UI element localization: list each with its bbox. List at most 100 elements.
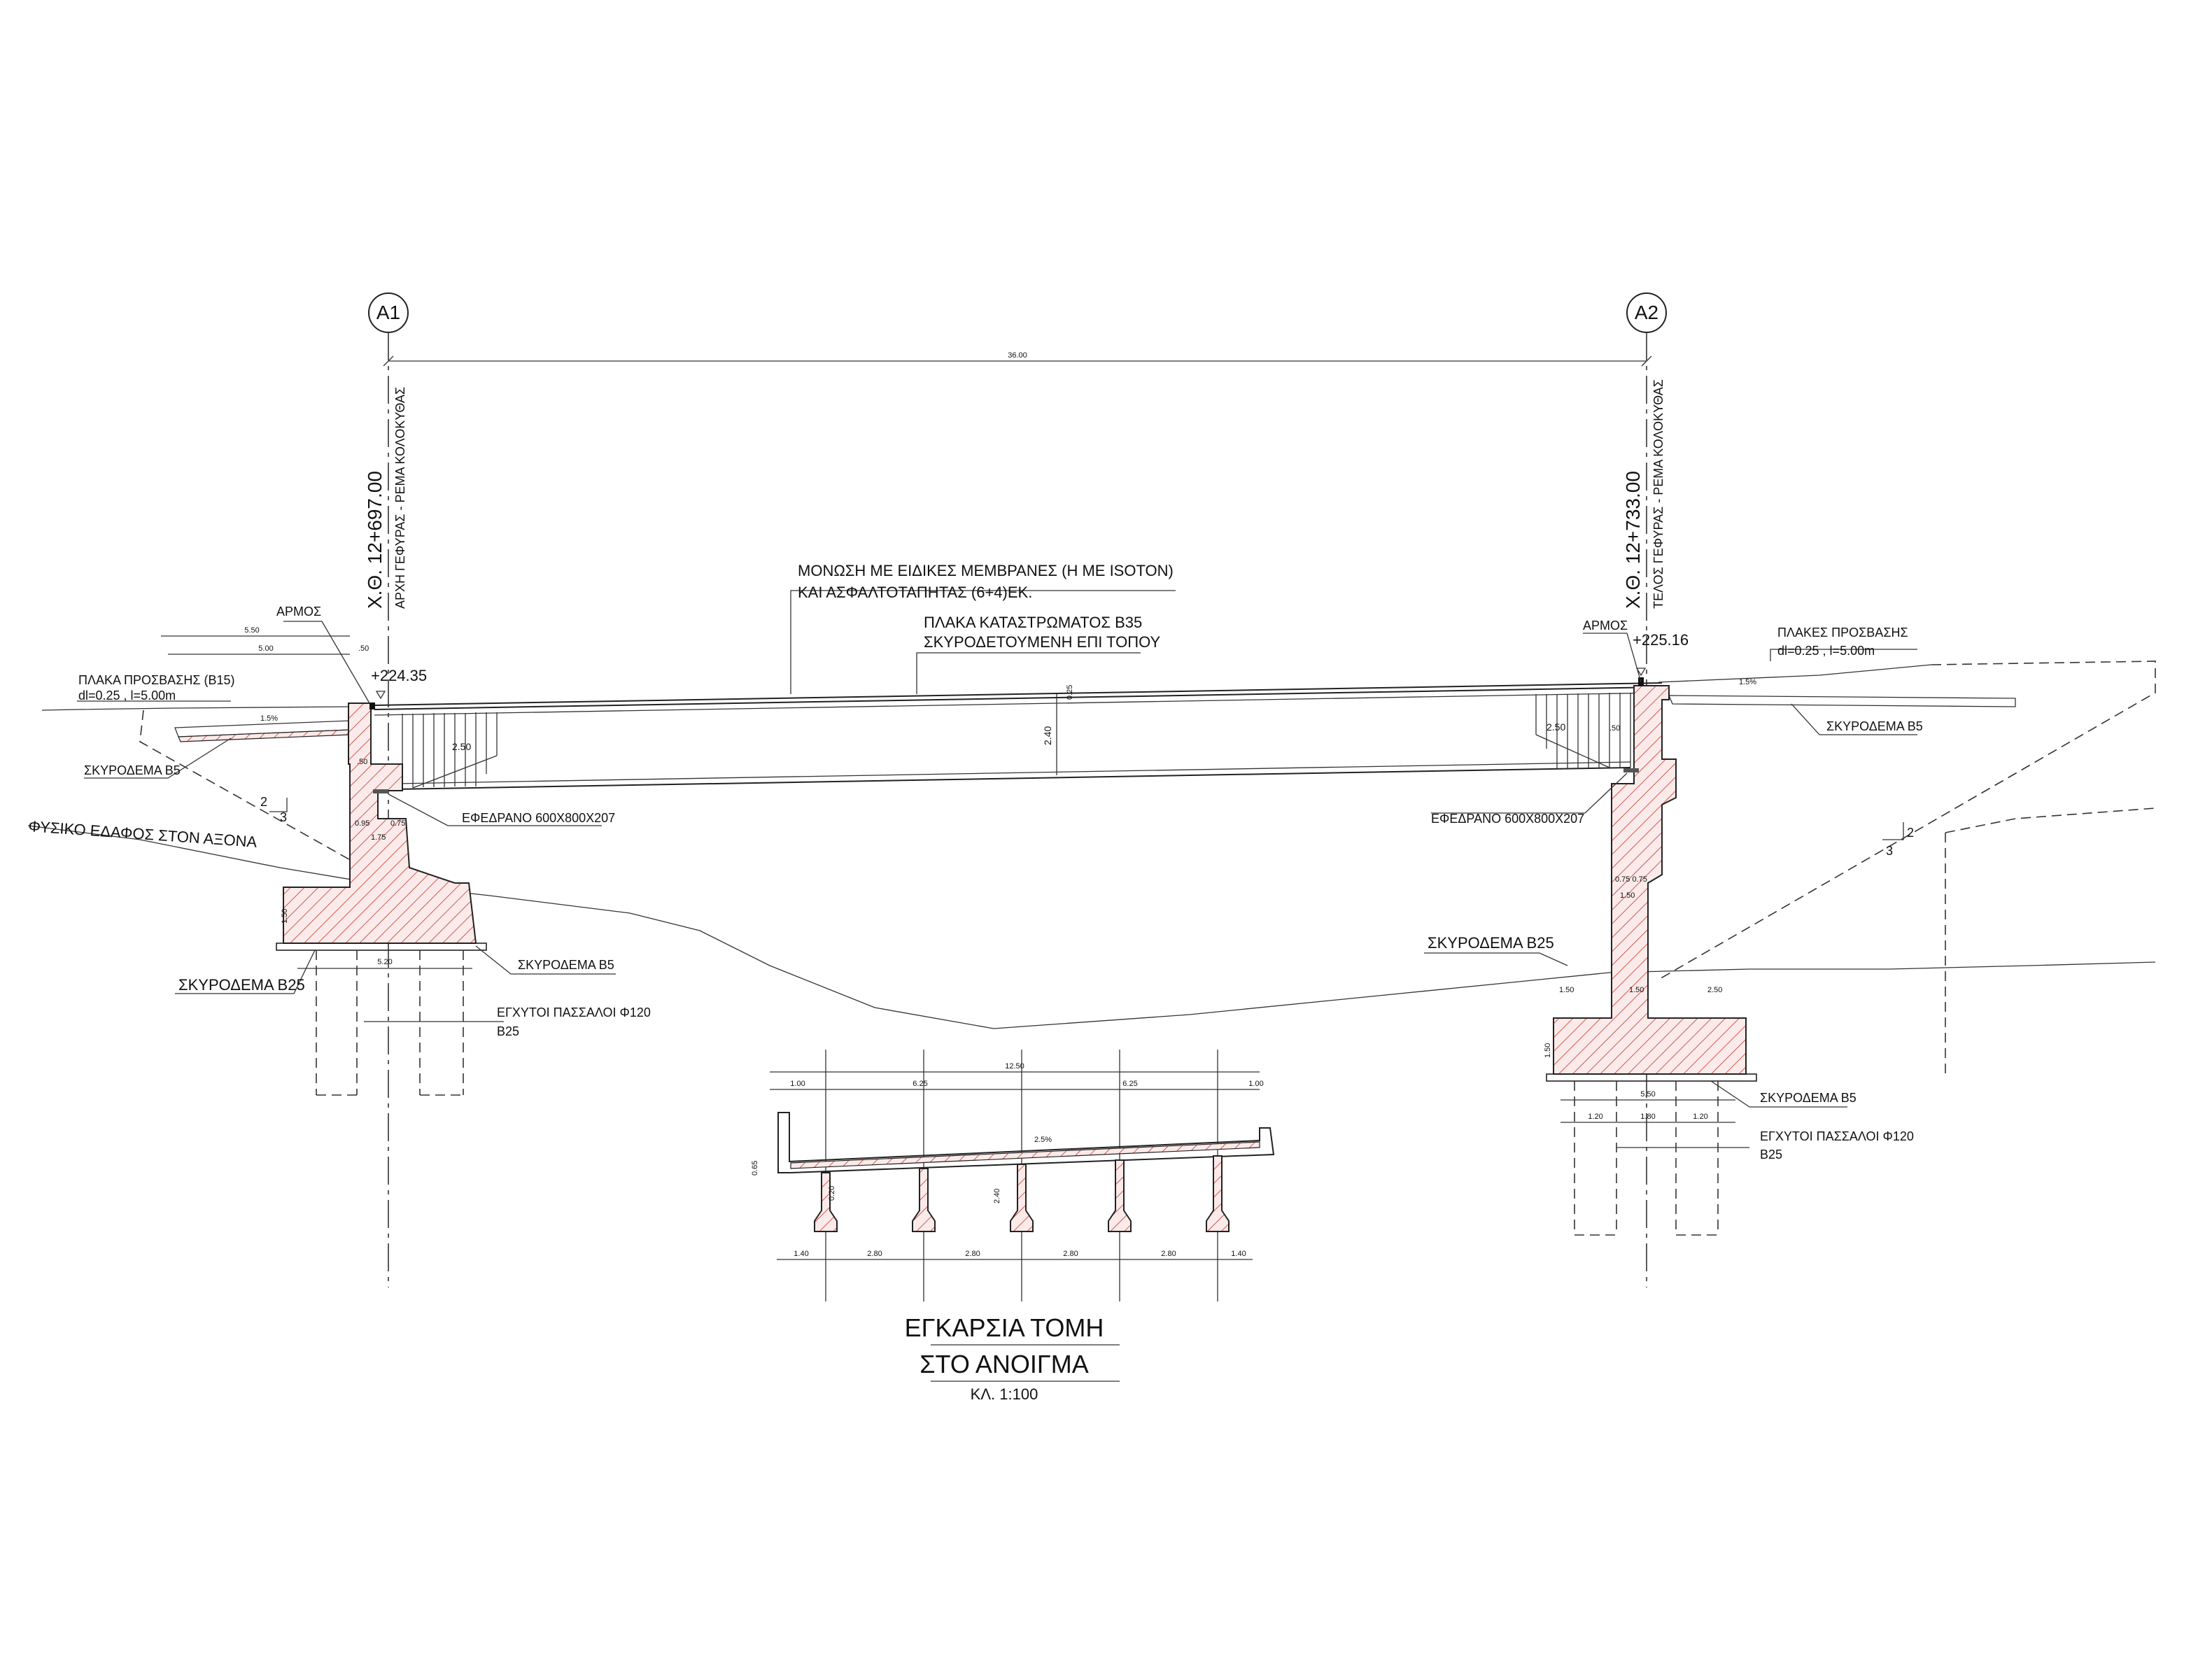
- deck-depth-value: 2.40: [1042, 726, 1053, 745]
- dim-250-right: 2.50: [1547, 721, 1565, 733]
- b25-left: ΣΚΥΡΟΔΕΜΑ Β25: [178, 976, 305, 994]
- ground-profile: [27, 825, 994, 1029]
- dim-050: .50: [358, 644, 369, 653]
- left-abutment: 5.50 5.00 .50 .50 0.95 0.75 1.75 1.50 5.…: [27, 605, 994, 1096]
- approach-left-2: dl=0.25 , l=5.00m: [78, 689, 176, 703]
- diaphragm-left: [402, 712, 498, 789]
- piles-left-1: ΕΓΧΥΤΟΙ ΠΑΣΣΑΛΟΙ Φ120: [497, 1005, 651, 1019]
- section-bot-0: 1.40: [794, 1250, 808, 1258]
- dim-250-left: 2.50: [452, 741, 471, 752]
- section-scale: ΚΛ. 1:100: [971, 1385, 1038, 1403]
- dim-120b: 1.20: [1693, 1113, 1707, 1121]
- dim-120a: 1.20: [1588, 1113, 1602, 1121]
- b5-left-top: ΣΚΥΡΟΔΕΜΑ Β5: [84, 763, 181, 777]
- deck: 2.40 2.50 2.50 0.25: [374, 682, 1663, 790]
- slope-left: 1.5%: [260, 714, 278, 723]
- section-bot-3: 2.80: [1063, 1250, 1078, 1258]
- dim-550r: 5.50: [1640, 1090, 1655, 1099]
- diaphragm-right: [1535, 693, 1631, 768]
- section-top-2: 6.25: [1122, 1080, 1137, 1088]
- dim-550: 5.50: [244, 626, 259, 635]
- dim-075r: 0.75 0.75: [1615, 875, 1647, 884]
- section-height: 2.40: [993, 1189, 1001, 1203]
- section-bot-1: 2.80: [867, 1250, 882, 1258]
- axis-a1-tag: A1: [376, 302, 400, 323]
- ground-label: ΦΥΣΙΚΟ ΕΔΑΦΟΣ ΣΤΟΝ ΑΞΟΝΑ: [28, 817, 258, 851]
- dim-520: 5.20: [377, 958, 392, 966]
- left-abutment-body: [283, 703, 477, 944]
- bearing-left-label: ΕΦΕΔΡΑΝΟ 600Χ800Χ207: [462, 811, 615, 825]
- cross-section: 12.50 1.00 6.25 6.25 1.00 0.20 2.40 2.5%…: [751, 1050, 1275, 1403]
- dim-095: 0.95: [355, 819, 369, 828]
- bearing-right-label: ΕΦΕΔΡΑΝΟ 600Χ800Χ207: [1431, 812, 1584, 826]
- membrane-text-2: ΚΑΙ ΑΣΦΑΛΤΟΤΑΠΗΤΑΣ (6+4)ΕΚ.: [798, 584, 1032, 601]
- dim-500: 5.00: [258, 644, 273, 653]
- dim-250r2: 2.50: [1707, 986, 1722, 994]
- right-abutment: +225.16 ΑΡΜΟΣ ΠΛΑΚΕΣ ΠΡΟΣΒΑΣΗΣ dl=0.25 ,…: [993, 619, 2156, 1236]
- beam-w: 0.20: [828, 1186, 836, 1201]
- piles-right-1: ΕΓΧΥΤΟΙ ΠΑΣΣΑΛΟΙ Φ120: [1760, 1129, 1914, 1143]
- dim-180: 1.80: [1640, 1113, 1655, 1121]
- section-bot-4: 2.80: [1161, 1250, 1176, 1258]
- approach-slab-right: [1668, 695, 2016, 707]
- b25-right: ΣΚΥΡΟΔΕΜΑ Β25: [1428, 934, 1554, 952]
- approach-right-2: dl=0.25 , l=5.00m: [1777, 644, 1875, 658]
- axis-a1-chainage: Χ.Θ. 12+697.00: [364, 471, 386, 609]
- dim-150v: 1.50: [1544, 1043, 1552, 1058]
- b5-left-base: ΣΚΥΡΟΔΕΜΑ Β5: [518, 958, 614, 972]
- span-value: 36.00: [1008, 351, 1027, 360]
- joint-left-label: ΑΡΜΟΣ: [276, 605, 321, 619]
- joint-left-mark: [369, 703, 375, 710]
- dim-175: 1.75: [371, 833, 386, 842]
- dim-050b: .50: [357, 758, 367, 766]
- axis-a2-desc: ΤΕΛΟΣ ΓΕΦΥΡΑΣ - ΡΕΜΑ ΚΟΛΟΚΥΘΑΣ: [1651, 379, 1665, 609]
- road-right: [1658, 664, 1932, 683]
- road-left: [41, 706, 351, 711]
- slope-left-h: 3: [280, 810, 287, 824]
- right-abutment-body: [1553, 685, 1747, 1075]
- girders: [814, 1155, 1230, 1232]
- approach-left-1: ΠΛΑΚΑ ΠΡΟΣΒΑΣΗΣ (Β15): [78, 673, 234, 687]
- membrane-text-1: ΜΟΝΩΣΗ ΜΕ ΕΙΔΙΚΕΣ ΜΕΜΒΡΑΝΕΣ (Η ΜΕ ISOTON…: [798, 562, 1174, 579]
- bearing-left-mark: [373, 789, 388, 793]
- dim-150r: 1.50: [1620, 891, 1635, 900]
- deck-slab-text-2: ΣΚΥΡΟΔΕΤΟΥΜΕΝΗ ΕΠΙ ΤΟΠΟΥ: [924, 633, 1160, 651]
- level-left: +224.35: [371, 667, 427, 684]
- dim-150rb: 1.50: [1629, 986, 1644, 994]
- dim-025: 0.25: [1066, 685, 1074, 700]
- section-bot-5: 1.40: [1231, 1250, 1246, 1258]
- axis-a2: A2 Χ.Θ. 12+733.00 ΤΕΛΟΣ ΓΕΦΥΡΑΣ - ΡΕΜΑ Κ…: [1622, 292, 1667, 1287]
- dim-150ra: 1.50: [1559, 986, 1574, 994]
- section-title-1: ΕΓΚΑΡΣΙΑ ΤΟΜΗ: [905, 1313, 1104, 1342]
- slope-right: 1.5%: [1739, 678, 1756, 686]
- piles-right-2: Β25: [1760, 1148, 1782, 1162]
- b5-right-top: ΣΚΥΡΟΔΕΜΑ Β5: [1826, 719, 1923, 733]
- approach-right-1: ΠΛΑΚΕΣ ΠΡΟΣΒΑΣΗΣ: [1777, 626, 1908, 640]
- deck-slab-callout: ΠΛΑΚΑ ΚΑΤΑΣΤΡΩΜΑΤΟΣ Β35 ΣΚΥΡΟΔΕΤΟΥΜΕΝΗ Ε…: [916, 614, 1160, 694]
- level-right: +225.16: [1633, 631, 1689, 649]
- excavation-right: [1658, 661, 2156, 980]
- section-title-2: ΣΤΟ ΑΝΟΙΓΜΑ: [920, 1350, 1088, 1378]
- section-top-3: 1.00: [1248, 1080, 1263, 1088]
- b5-right-base: ΣΚΥΡΟΔΕΜΑ Β5: [1760, 1091, 1857, 1105]
- joint-right-label: ΑΡΜΟΣ: [1583, 619, 1628, 633]
- slope-left-v: 2: [260, 795, 267, 809]
- span-dimension: 36.00: [383, 351, 1652, 367]
- section-top-1: 6.25: [913, 1080, 927, 1088]
- excavation-left: [139, 710, 365, 868]
- slope-right-h: 3: [1886, 844, 1893, 858]
- membrane-callout: ΜΟΝΩΣΗ ΜΕ ΕΙΔΙΚΕΣ ΜΕΜΒΡΑΝΕΣ (Η ΜΕ ISOTON…: [790, 562, 1176, 694]
- axis-a1: A1 Χ.Θ. 12+697.00 ΑΡΧΗ ΓΕΦΥΡΑΣ - ΡΕΜΑ ΚΟ…: [364, 292, 409, 1287]
- axis-a2-tag: A2: [1635, 302, 1658, 323]
- piles-left-2: Β25: [497, 1024, 519, 1038]
- deck-slab-text-1: ΠΛΑΚΑ ΚΑΤΑΣΤΡΩΜΑΤΟΣ Β35: [924, 614, 1142, 631]
- dim-150-left: 1.50: [281, 909, 289, 924]
- dim-075: 0.75: [390, 819, 405, 828]
- axis-a2-chainage: Χ.Θ. 12+733.00: [1622, 471, 1644, 609]
- section-left-h: 0.65: [751, 1161, 759, 1176]
- section-slope: 2.5%: [1034, 1136, 1052, 1144]
- section-total: 12.50: [1005, 1062, 1024, 1071]
- section-bot-2: 2.80: [965, 1250, 980, 1258]
- slope-right-v: 2: [1907, 826, 1914, 840]
